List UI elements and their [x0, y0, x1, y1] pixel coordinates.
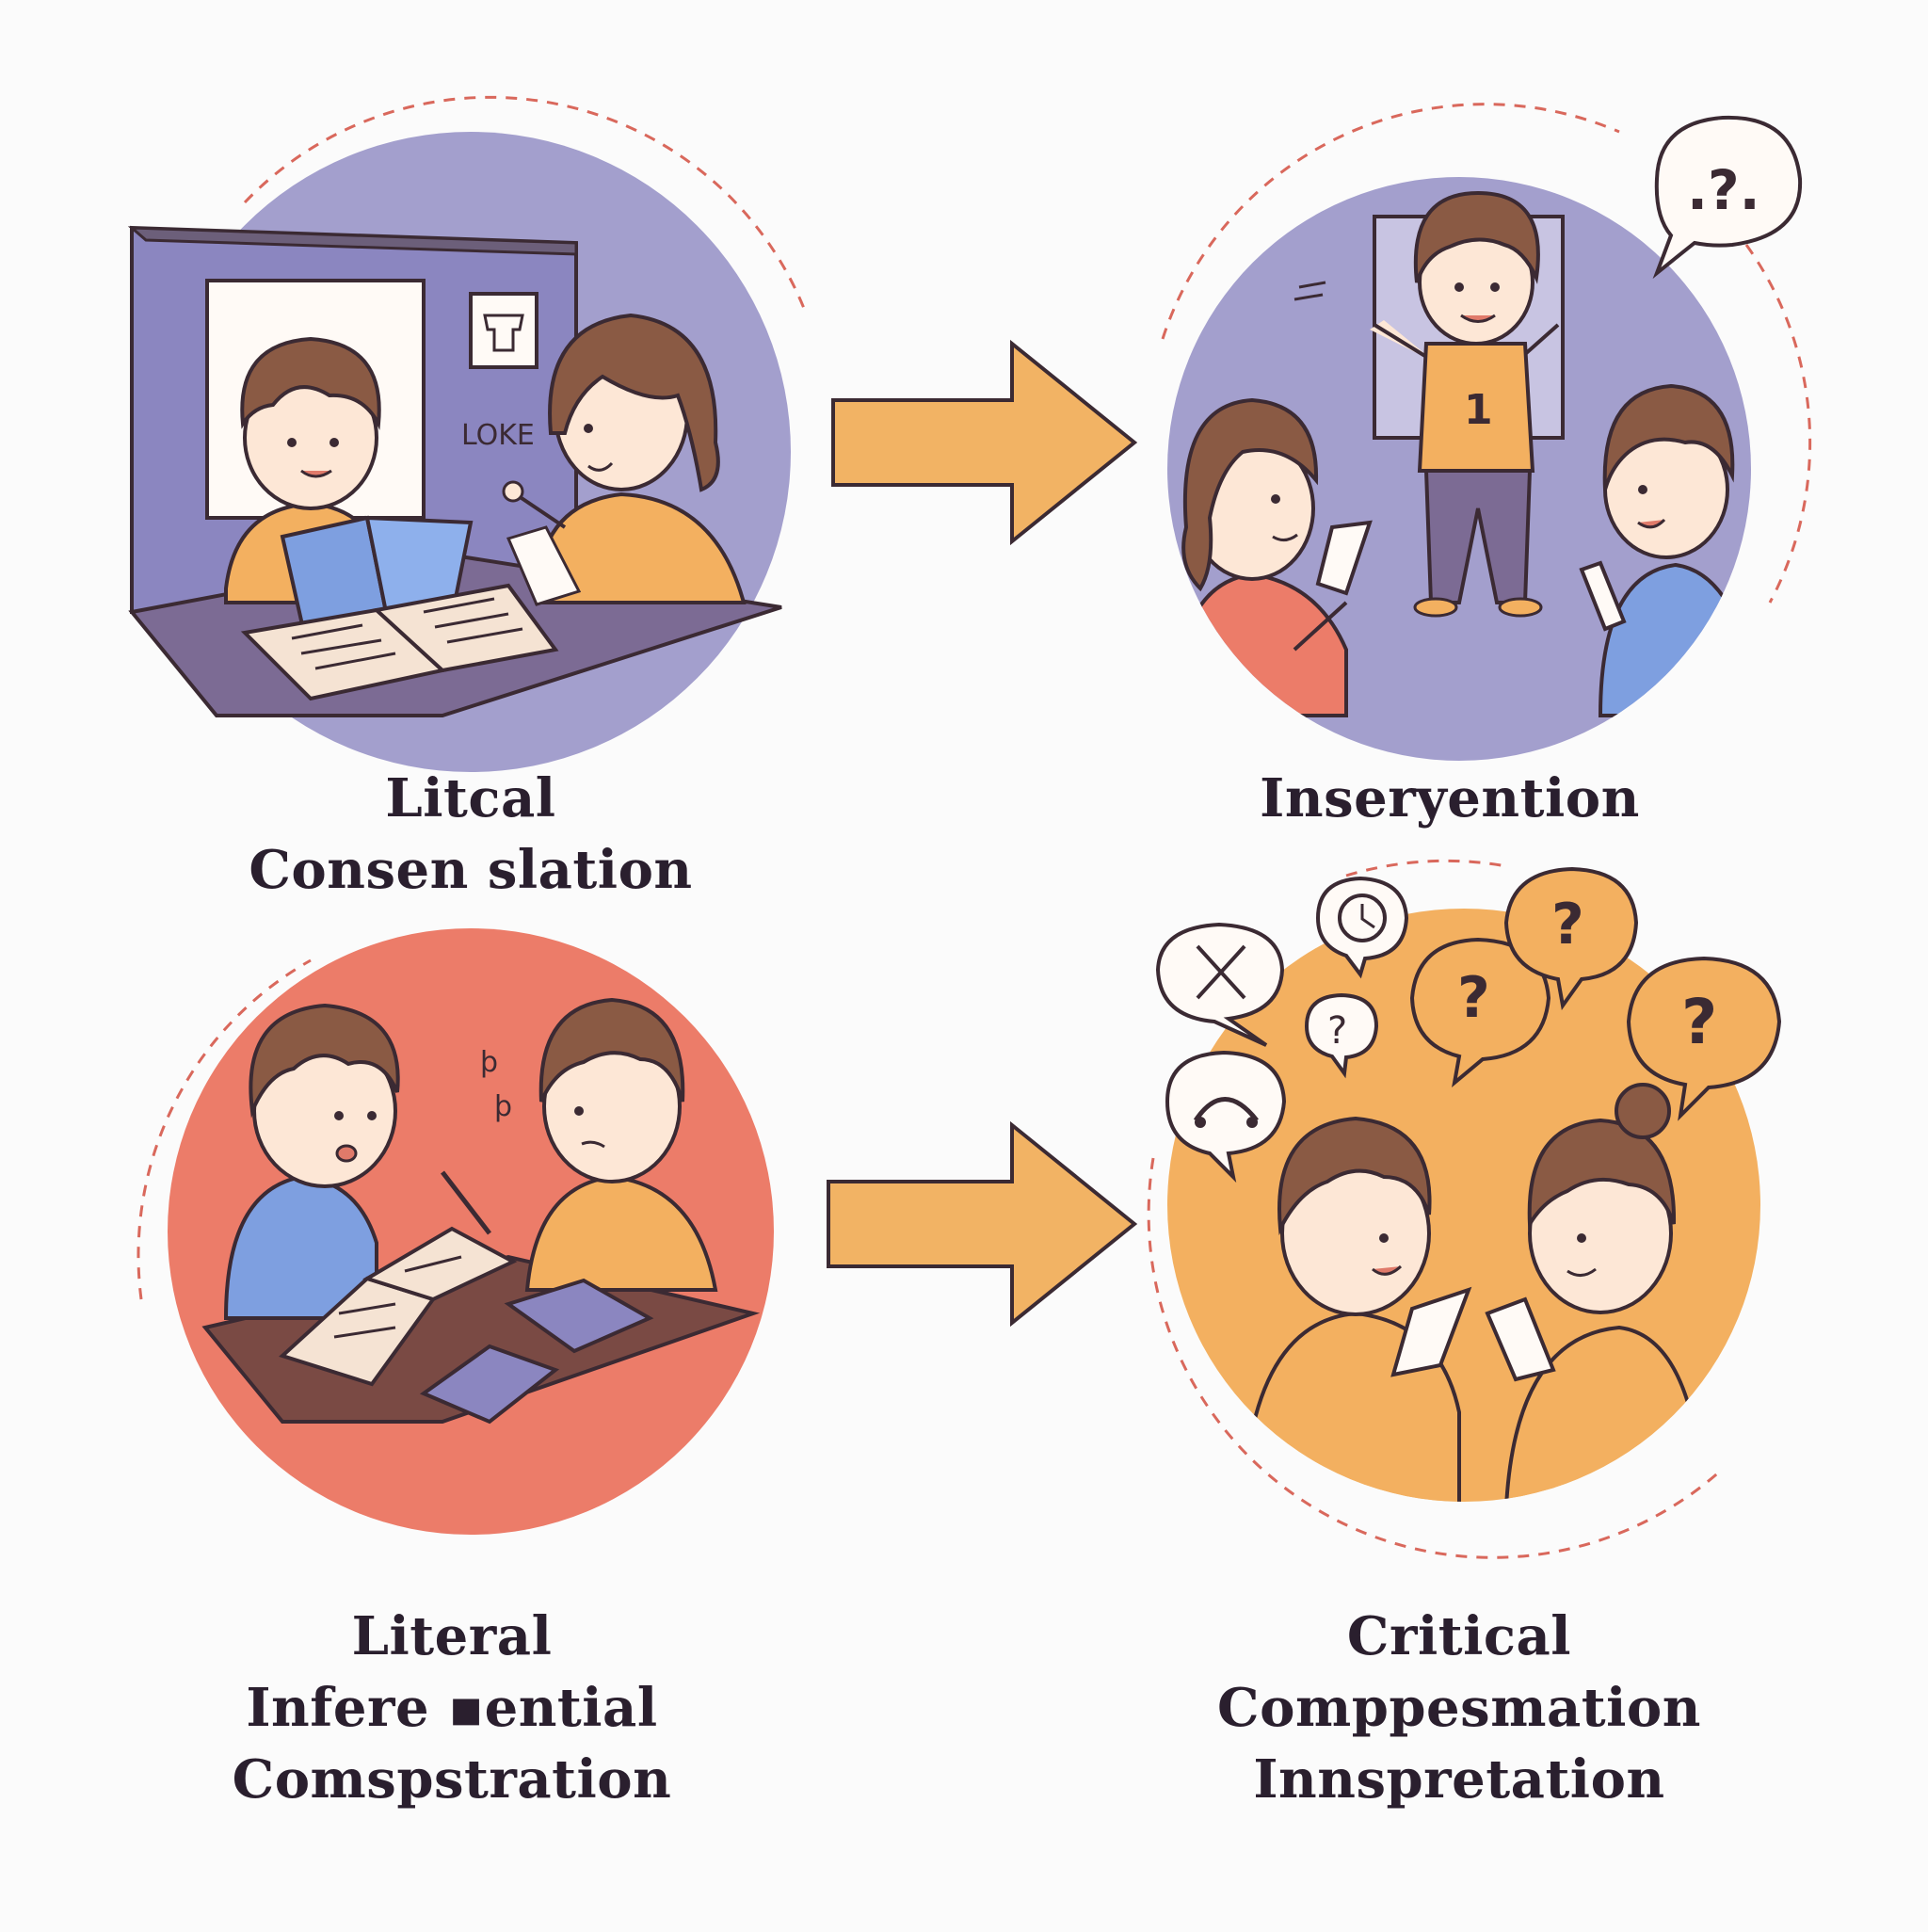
boy-in-blue-writing — [223, 1003, 400, 1320]
smartphone-icon — [1579, 560, 1627, 632]
face-bubble — [1165, 1050, 1287, 1183]
svg-text:þ: þ — [480, 1046, 498, 1079]
question-bubble-icon: ? — [1503, 866, 1639, 1011]
right-arrow-icon — [831, 339, 1138, 546]
caption-line: Innspretation — [1253, 1748, 1665, 1811]
caption-line: Litcal — [385, 767, 556, 829]
svg-text:?: ? — [1327, 1009, 1347, 1053]
smartphone-icon — [1390, 1286, 1472, 1377]
cross-bubble — [1155, 922, 1285, 1047]
panel-bottom-right: ? ? ? ? — [1147, 859, 1782, 1559]
wall-frame-icon — [469, 292, 538, 369]
smartphone-icon — [1315, 520, 1373, 596]
boy-in-orange-writing — [441, 997, 718, 1292]
boy-reading — [224, 336, 474, 632]
paper — [1485, 1296, 1556, 1382]
caption-line: Inseryention — [1260, 767, 1640, 829]
caption-line: Literal — [351, 1605, 553, 1667]
small-question-bubble: ? — [1304, 992, 1379, 1079]
shirt-number: 1 — [1464, 386, 1493, 434]
caption-intervention: Inseryention — [1158, 763, 1742, 834]
caption-line: Infere ▪ential — [246, 1677, 658, 1739]
clock-bubble — [1315, 876, 1409, 979]
dashed-ring-top-right — [1161, 103, 1620, 340]
panel-bottom-left: þ þ — [137, 928, 774, 1535]
svg-text:?: ? — [1681, 986, 1717, 1058]
svg-text:?: ? — [1457, 965, 1490, 1031]
book-icon — [504, 1278, 654, 1354]
dashed-ring-bottom-right — [1147, 1157, 1725, 1559]
caption-inferential-comprehension: Literal Infere ▪ential Comspstration — [160, 1601, 744, 1815]
question-bubble-icon: ? — [1409, 937, 1551, 1088]
svg-text:?: ? — [1551, 892, 1584, 958]
right-arrow-icon — [827, 1120, 1138, 1328]
caption-line: Consen slation — [249, 839, 693, 901]
panel-top-left: LOKE — [127, 95, 807, 772]
panel-top-right: 1 — [1161, 103, 1812, 761]
tablet — [506, 525, 582, 606]
caption-literal-comprehension: Litcal Consen slation — [188, 763, 753, 906]
caption-critical-comprehension: Critical Comppesmation Innspretation — [1158, 1601, 1760, 1815]
caption-line: Comspstration — [232, 1748, 672, 1811]
girl-pointing — [502, 313, 747, 606]
boy-standing: 1 — [1293, 190, 1560, 618]
question-bubble-icon: ? — [1626, 956, 1782, 1121]
open-book — [240, 583, 559, 701]
dashed-ring-top-left — [243, 95, 807, 312]
question-bubble-icon: .?. — [1652, 115, 1803, 280]
svg-text:þ: þ — [494, 1090, 512, 1123]
wall-sign: LOKE — [461, 419, 535, 452]
girl-with-phone — [1175, 397, 1373, 717]
book-icon — [419, 1344, 560, 1425]
bubble-text: .?. — [1687, 158, 1760, 222]
caption-line: Critical — [1346, 1605, 1572, 1667]
caption-line: Comppesmation — [1217, 1677, 1701, 1739]
notebook — [279, 1226, 518, 1387]
